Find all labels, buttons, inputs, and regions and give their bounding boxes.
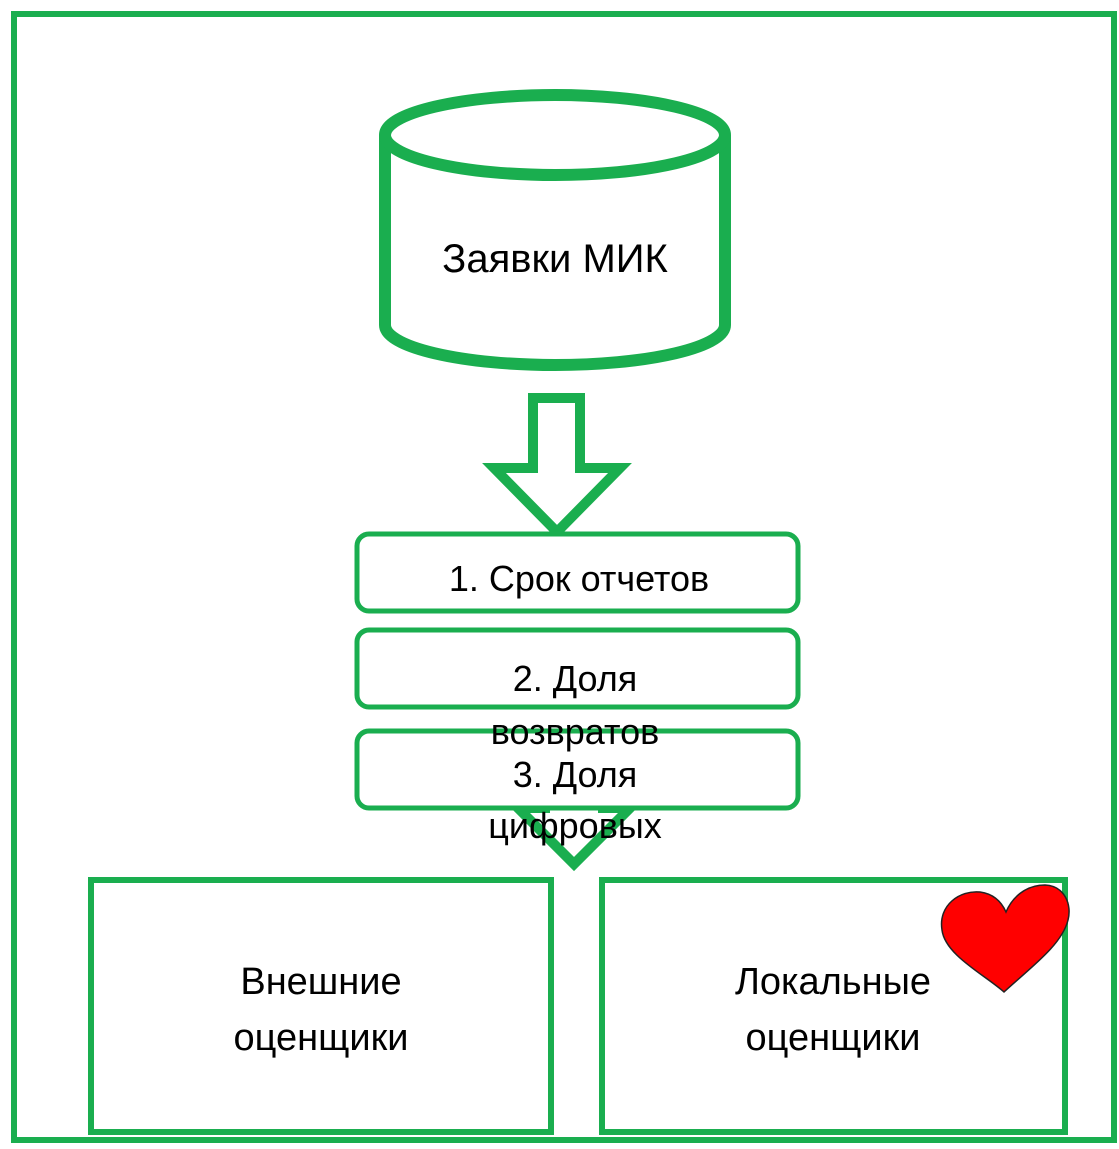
criteria-box-3 bbox=[354, 728, 801, 811]
database-body bbox=[379, 135, 731, 371]
local-appraisers-box bbox=[599, 877, 1068, 1135]
local-appraisers-line-1: Локальные bbox=[735, 961, 931, 1003]
criteria-3-line-2: цифровых bbox=[488, 805, 661, 846]
criteria-2-line-1: 2. Доля bbox=[513, 658, 638, 699]
criteria-box-2 bbox=[354, 627, 801, 710]
outer-frame bbox=[11, 11, 1117, 1143]
database-label: Заявки МИК bbox=[442, 237, 668, 281]
arrow-down-top bbox=[482, 393, 632, 540]
external-appraisers-line-1: Внешние bbox=[240, 961, 401, 1003]
database-top bbox=[379, 89, 731, 181]
local-appraisers-line-2: оценщики bbox=[746, 1017, 921, 1059]
criteria-box-1 bbox=[354, 531, 801, 614]
external-appraisers-box-frame bbox=[88, 877, 554, 1135]
database-cylinder: Заявки МИК bbox=[379, 89, 731, 371]
criteria-3-line-1: 3. Доля bbox=[513, 754, 638, 795]
external-appraisers-line-2: оценщики bbox=[234, 1017, 409, 1059]
heart-icon bbox=[940, 884, 1070, 994]
criteria-2-line-2: возвратов bbox=[491, 711, 659, 752]
criteria-1-line-1: 1. Срок отчетов bbox=[449, 558, 709, 599]
